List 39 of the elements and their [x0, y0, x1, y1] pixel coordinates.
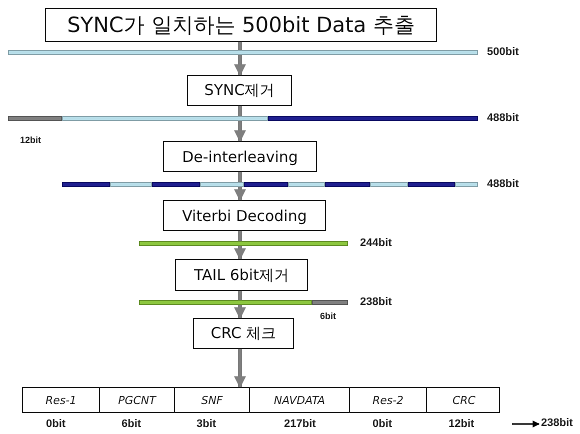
- arrow: [512, 420, 540, 428]
- bit-bar: [139, 300, 348, 305]
- field-cell: PGCNT: [99, 388, 174, 412]
- bit-bar: [139, 241, 348, 246]
- bit-count-label: 12bit: [20, 135, 42, 145]
- bit-bar: [62, 182, 478, 187]
- arrow: [234, 42, 246, 76]
- process-box: SYNC가 일치하는 500bit Data 추출: [45, 8, 437, 42]
- bit-count-label: 0bit: [372, 418, 392, 430]
- frame-table: [22, 387, 500, 413]
- arrow: [234, 231, 246, 260]
- bit-count-label: 6bit: [122, 418, 142, 430]
- bit-count-label: 238bit: [360, 296, 392, 308]
- process-box: De-interleaving: [163, 141, 317, 172]
- bit-count-label: 0bit: [46, 418, 66, 430]
- bit-bar: [8, 116, 478, 121]
- process-box: CRC 체크: [193, 318, 294, 349]
- bit-count-label: 244bit: [360, 237, 392, 249]
- process-box: SYNC제거: [187, 75, 292, 106]
- field-cell: SNF: [174, 388, 249, 412]
- arrow: [234, 349, 246, 388]
- bit-count-label: 500bit: [487, 46, 519, 58]
- field-cell: NAVDATA: [249, 388, 349, 412]
- process-box: TAIL 6bit제거: [175, 259, 308, 291]
- field-cell: CRC: [426, 388, 501, 412]
- bit-count-label: 3bit: [196, 418, 216, 430]
- total-bits-label: 238bit: [541, 417, 573, 429]
- process-box: Viterbi Decoding: [163, 200, 326, 231]
- arrow: [234, 106, 246, 142]
- field-cell: Res-1: [23, 388, 99, 412]
- bit-bar: [8, 50, 478, 55]
- bit-count-label: 12bit: [448, 418, 474, 430]
- bit-count-label: 217bit: [284, 418, 316, 430]
- bit-count-label: 488bit: [487, 112, 519, 124]
- bit-count-label: 488bit: [487, 178, 519, 190]
- field-cell: Res-2: [349, 388, 426, 412]
- bit-count-label: 6bit: [320, 311, 336, 321]
- arrow: [234, 291, 246, 320]
- arrow: [234, 172, 246, 202]
